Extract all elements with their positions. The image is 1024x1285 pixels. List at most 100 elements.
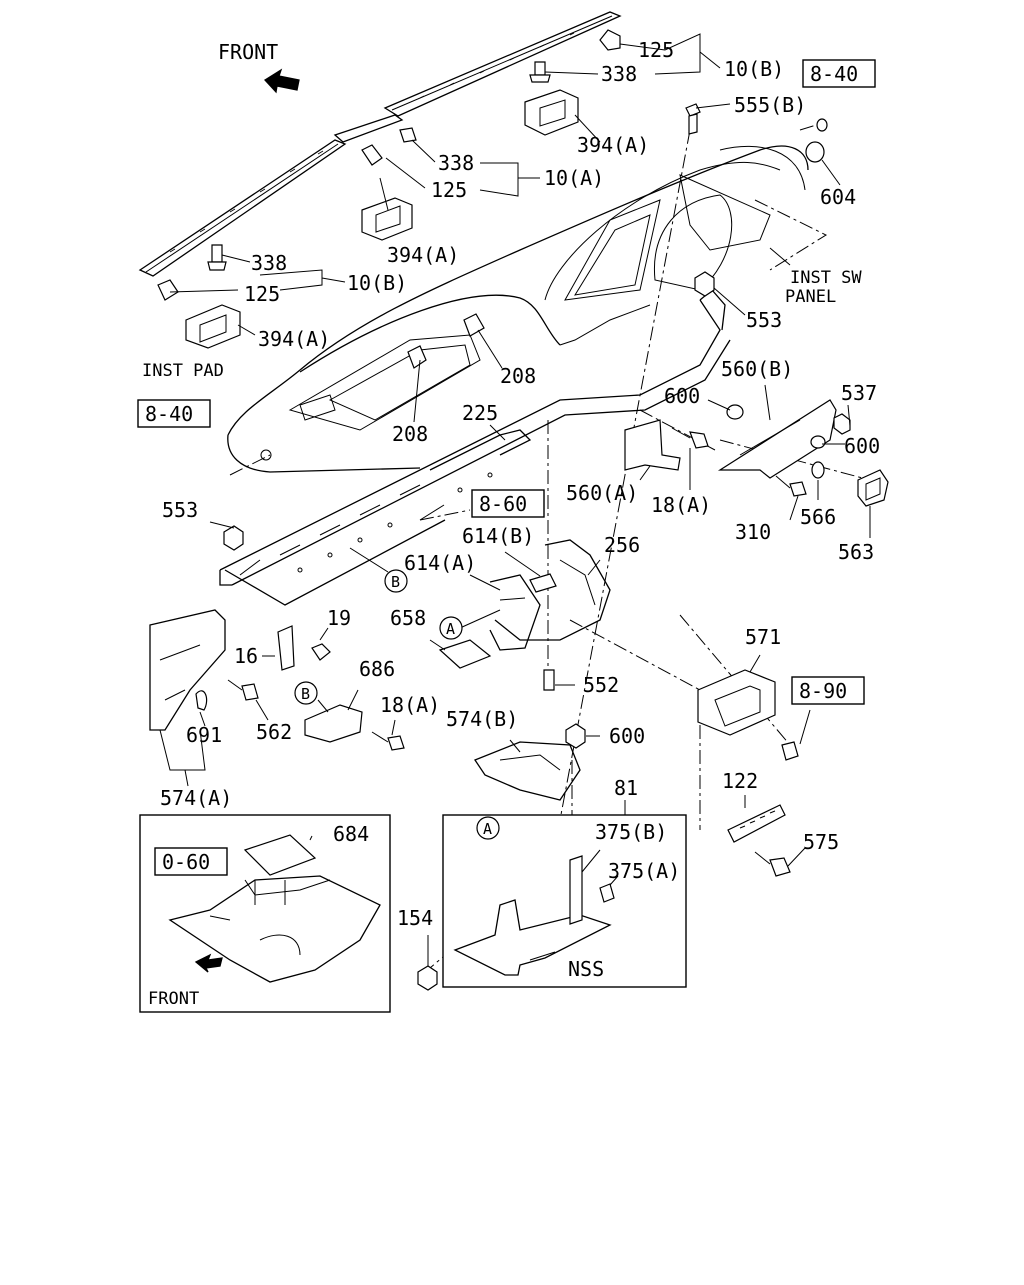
bracket-686	[304, 704, 363, 743]
part-394a-1: 394(A)	[577, 133, 649, 157]
clip-125-c	[157, 279, 179, 301]
front-arrow-top	[263, 68, 300, 94]
part-310: 310	[735, 520, 771, 544]
ref-box-8-40-top	[802, 59, 876, 88]
bolt-555b	[685, 103, 701, 135]
part-338-b: 338	[438, 151, 474, 175]
part-600-b: 600	[844, 434, 880, 458]
bolt-18a-2	[371, 731, 405, 751]
bracket-560b	[717, 399, 837, 479]
part-604: 604	[820, 185, 856, 209]
leader-lines	[159, 33, 871, 966]
part-10b-b: 10(B)	[347, 271, 407, 295]
part-614a: 614(A)	[404, 551, 476, 575]
part-16: 16	[234, 644, 258, 668]
part-125-c: 125	[244, 282, 280, 306]
part-575: 575	[803, 830, 839, 854]
ref-box-0-60	[154, 847, 228, 876]
part-256: 256	[604, 533, 640, 557]
part-375b: 375(B)	[595, 820, 667, 844]
nut-154	[417, 965, 438, 991]
ref-0-60[interactable]: 0-60	[162, 850, 210, 874]
part-553-a: 553	[746, 308, 782, 332]
part-394a-3: 394(A)	[258, 327, 330, 351]
bolt-552	[543, 669, 555, 691]
bolt-562	[227, 679, 259, 701]
inst-pad-label: INST PAD	[142, 361, 224, 381]
retainer-394-a1	[524, 89, 579, 136]
part-574a: 574(A)	[160, 786, 232, 810]
part-122: 122	[722, 769, 758, 793]
part-658: 658	[390, 606, 426, 630]
part-10a: 10(A)	[544, 166, 604, 190]
part-686: 686	[359, 657, 395, 681]
part-208-b: 208	[500, 364, 536, 388]
part-563: 563	[838, 540, 874, 564]
grommet-566	[811, 461, 825, 479]
ref-8-60[interactable]: 8-60	[479, 492, 527, 516]
ref-box-8-40-left	[137, 399, 211, 428]
clip-691	[195, 690, 208, 711]
inset-box-81	[442, 814, 687, 988]
part-208-a: 208	[392, 422, 428, 446]
screw-338-b	[399, 127, 417, 143]
center-stay-256	[489, 539, 611, 651]
part-560b: 560(B)	[721, 357, 793, 381]
front-label-bottom: FRONT	[148, 989, 199, 1009]
ref-8-40-left[interactable]: 8-40	[145, 402, 193, 426]
clip-208-a	[407, 345, 427, 369]
part-553-b: 553	[162, 498, 198, 522]
part-560a: 560(A)	[566, 481, 638, 505]
retainer-394-a3	[185, 304, 241, 349]
bracket-560a	[624, 419, 681, 471]
part-10b-a: 10(B)	[724, 57, 784, 81]
bolt-310	[775, 475, 807, 497]
circle-callouts	[294, 569, 500, 840]
retainer-394-a2	[361, 197, 413, 241]
bolt-18a-1	[671, 427, 709, 449]
nut-553-a	[694, 271, 715, 297]
part-600-c: 600	[609, 724, 645, 748]
part-600-a: 600	[664, 384, 700, 408]
part-19: 19	[327, 606, 351, 630]
clip-208-b	[463, 313, 485, 337]
circle-a-2: A	[483, 820, 492, 838]
inset-81-bracket	[453, 855, 615, 976]
upper-garnish-strips	[138, 11, 622, 277]
nut-600-b	[810, 435, 826, 449]
part-338-c: 338	[251, 251, 287, 275]
part-394a-2: 394(A)	[387, 243, 459, 267]
screw-8-90	[781, 741, 799, 761]
nut-553-b	[223, 525, 244, 551]
part-125-a: 125	[638, 38, 674, 62]
part-552: 552	[583, 673, 619, 697]
nss-label: NSS	[568, 957, 604, 981]
part-81: 81	[614, 776, 638, 800]
circle-b-2: B	[301, 685, 310, 703]
clip-125-b	[361, 144, 383, 166]
inst-sw-label-1: INST SW	[790, 268, 862, 288]
part-614b: 614(B)	[462, 524, 534, 548]
ref-box-8-60	[471, 489, 545, 518]
bracket-16	[277, 625, 295, 671]
instrument-panel-body	[227, 145, 809, 473]
ref-8-40-top[interactable]: 8-40	[810, 62, 858, 86]
part-562: 562	[256, 720, 292, 744]
part-375a: 375(A)	[608, 859, 680, 883]
part-18a-1: 18(A)	[651, 493, 711, 517]
bolt-19	[311, 643, 331, 661]
bracket-571	[697, 669, 776, 736]
ref-8-90[interactable]: 8-90	[799, 679, 847, 703]
bracket-122	[727, 804, 786, 843]
part-555b: 555(B)	[734, 93, 806, 117]
bolt-575	[754, 851, 791, 877]
part-18a-2: 18(A)	[380, 693, 440, 717]
part-154: 154	[397, 906, 433, 930]
inset-0-60-bracket	[168, 834, 381, 983]
clip-125-a	[599, 29, 621, 51]
part-691: 691	[186, 723, 222, 747]
part-338-a: 338	[601, 62, 637, 86]
bracket-574a	[149, 609, 226, 731]
ref-box-8-90	[791, 676, 865, 705]
